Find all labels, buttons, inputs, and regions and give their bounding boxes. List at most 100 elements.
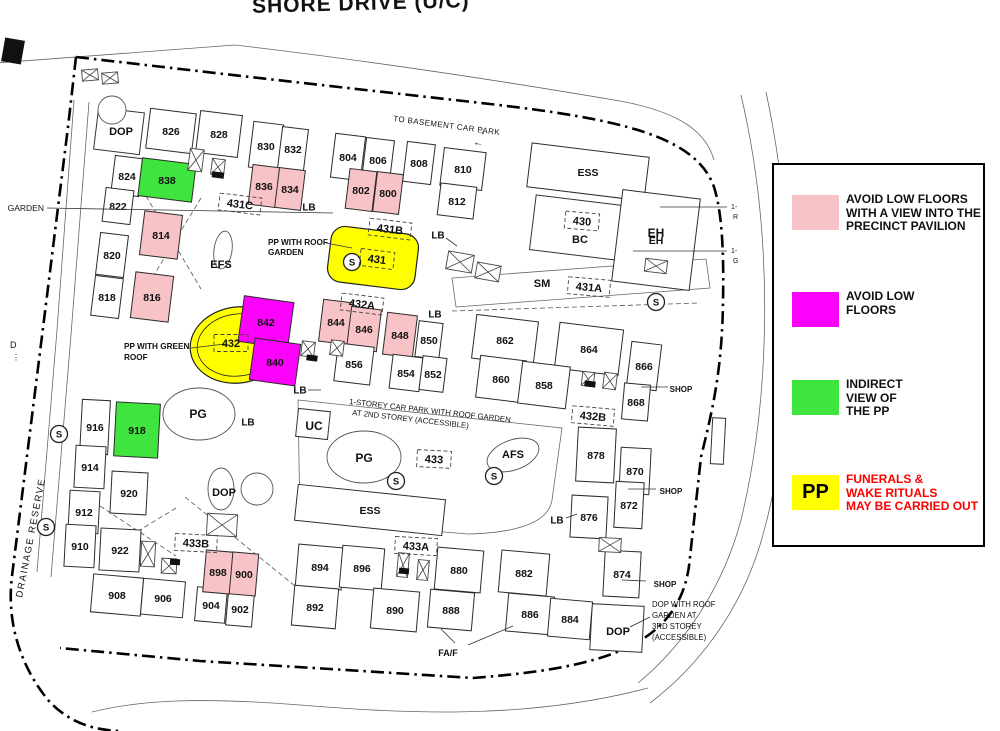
block-number: 868 bbox=[627, 397, 645, 409]
block-810: 810 bbox=[439, 147, 487, 191]
block-864: 864 bbox=[553, 321, 625, 377]
amenity-label-sm: SM bbox=[534, 278, 551, 290]
annotation-text: (ACCESSIBLE) bbox=[652, 633, 707, 642]
s-marker-letter: S bbox=[491, 472, 497, 483]
block-outline bbox=[274, 167, 306, 211]
block-outline bbox=[333, 342, 375, 386]
block-number: 922 bbox=[111, 545, 129, 557]
block-outline bbox=[137, 157, 197, 203]
s-marker-letter: S bbox=[393, 477, 399, 488]
block-outline bbox=[575, 426, 617, 484]
block-number: 912 bbox=[75, 507, 93, 519]
block-number: 852 bbox=[424, 369, 442, 381]
cluster-label-box bbox=[367, 217, 413, 241]
cluster-label-box bbox=[217, 192, 263, 216]
hatch-diag bbox=[140, 541, 156, 567]
block-number: 876 bbox=[580, 512, 598, 524]
leader-line bbox=[565, 513, 578, 519]
amenity-label-pg: PG bbox=[355, 451, 372, 465]
hatch-diag bbox=[580, 372, 596, 386]
block-number: 918 bbox=[128, 425, 146, 437]
road-edge-line bbox=[50, 101, 90, 578]
block-number: 858 bbox=[535, 380, 553, 392]
letterbox-label: LB bbox=[293, 386, 306, 397]
dashed-guide-line bbox=[99, 505, 177, 557]
block-916: 916 bbox=[79, 398, 111, 456]
cluster-label-432B: 432B bbox=[570, 405, 616, 427]
block-846: 846 bbox=[345, 305, 383, 353]
stair-hatch-box bbox=[210, 157, 226, 177]
letterbox-label: LB bbox=[431, 231, 444, 242]
s-marker-circle bbox=[49, 424, 69, 444]
block-number: 886 bbox=[521, 609, 539, 621]
block-number: 870 bbox=[626, 466, 644, 478]
block-outline bbox=[63, 523, 97, 569]
amenity-label-dop: DOP bbox=[606, 626, 630, 638]
block-816: 816 bbox=[129, 271, 175, 323]
block-number: 816 bbox=[143, 292, 161, 304]
dashed-guide-line bbox=[184, 496, 301, 591]
letterbox-label: LB bbox=[428, 310, 441, 321]
block-outline bbox=[344, 167, 378, 213]
block-858: 858 bbox=[517, 360, 571, 410]
block-outline bbox=[228, 551, 260, 597]
block-832: 832 bbox=[276, 126, 310, 172]
leader-line bbox=[621, 579, 647, 582]
block-812: 812 bbox=[436, 182, 478, 220]
annotation-text: 1- bbox=[731, 248, 738, 255]
block-ESS: ESS bbox=[526, 142, 650, 202]
block-outline bbox=[436, 182, 478, 220]
s-marker-circle bbox=[36, 517, 56, 537]
amenity-label-dop: DOP bbox=[212, 487, 236, 499]
stair-hatch-box bbox=[81, 68, 99, 82]
block-number: 916 bbox=[86, 422, 104, 434]
amenity-label-pg: PG bbox=[189, 407, 206, 421]
block-number: 810 bbox=[454, 164, 472, 176]
block-number: 864 bbox=[580, 344, 598, 356]
annotation-text: R bbox=[733, 214, 738, 221]
cluster-label-box bbox=[563, 210, 601, 232]
block-number: 866 bbox=[635, 361, 653, 373]
cluster-label-text: 433B bbox=[183, 537, 210, 550]
block-outline bbox=[418, 355, 448, 393]
stair-hatch-box bbox=[416, 559, 430, 581]
cluster-label-box bbox=[570, 405, 616, 427]
hatch-diag bbox=[416, 560, 430, 580]
top-left-circle bbox=[97, 95, 127, 125]
block-outline bbox=[369, 587, 421, 633]
amenity-label-shop: SHOP bbox=[660, 487, 683, 496]
cluster-label-431C: 431C bbox=[217, 192, 263, 216]
stair-hatch-box bbox=[602, 371, 618, 391]
dop-circle bbox=[240, 472, 274, 506]
stair-hatch-box bbox=[329, 339, 345, 357]
legend-line: AVOID LOW bbox=[846, 289, 915, 303]
block-outline bbox=[402, 140, 436, 186]
block-826: 826 bbox=[145, 107, 197, 155]
amenity-label-bc: BC bbox=[572, 234, 588, 246]
legend-line: INDIRECT bbox=[846, 377, 903, 391]
s-marker-letter: S bbox=[349, 258, 355, 269]
block-outline bbox=[129, 271, 175, 323]
block-outline bbox=[138, 210, 184, 260]
cluster-label-433: 433 bbox=[416, 449, 452, 469]
annotation-text: GARDEN AT bbox=[652, 611, 697, 620]
annotation-text: PP WITH ROOF bbox=[268, 238, 328, 247]
annotation-text: G bbox=[733, 258, 738, 265]
block-922: 922 bbox=[98, 527, 142, 573]
block-906: 906 bbox=[139, 577, 187, 619]
legend-line: THE PP bbox=[846, 404, 890, 418]
block-number: 826 bbox=[162, 126, 180, 138]
block-number: 878 bbox=[587, 450, 605, 462]
annotation-text: DOP WITH ROOF bbox=[652, 600, 716, 609]
block-number: 844 bbox=[327, 317, 345, 329]
cluster-label-432A: 432A bbox=[339, 292, 385, 316]
block-outline bbox=[98, 527, 142, 573]
block-number: 832 bbox=[284, 144, 302, 156]
block-outline bbox=[338, 544, 386, 592]
s-marker: S bbox=[49, 424, 69, 444]
block-outline bbox=[517, 360, 571, 410]
block-number: 892 bbox=[306, 602, 324, 614]
block-888: 888 bbox=[426, 588, 476, 632]
block-828: 828 bbox=[195, 110, 243, 158]
